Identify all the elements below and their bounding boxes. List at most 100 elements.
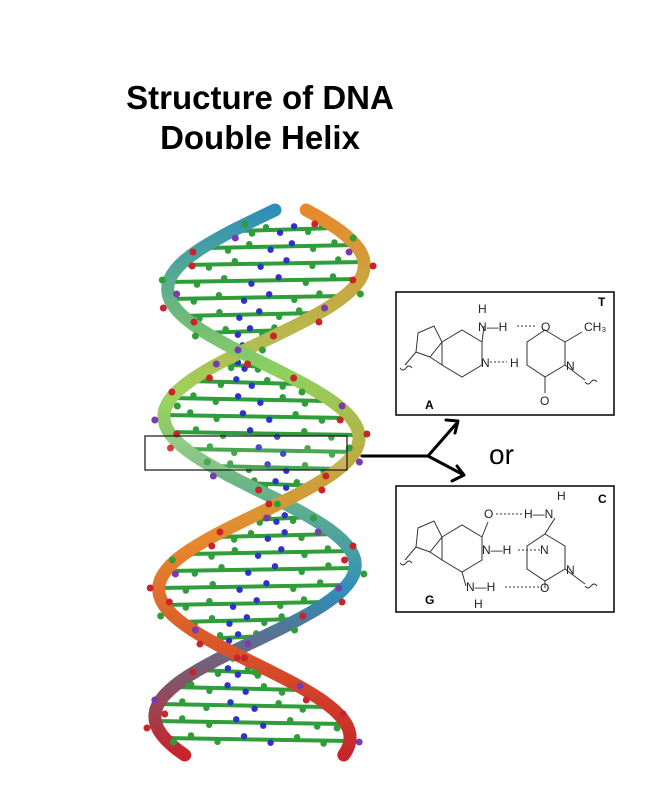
base-atom <box>298 534 305 542</box>
backbone-atom <box>339 710 347 718</box>
base-atom <box>301 400 309 407</box>
backbone-atom <box>169 738 177 746</box>
base-pair-box-at: H N—H O CH₃ H N N O A T <box>395 291 615 416</box>
base-atom <box>243 614 251 621</box>
base-atom <box>192 426 200 433</box>
backbone-atom <box>314 528 322 536</box>
base-atom <box>281 529 288 536</box>
base-atom <box>209 580 216 588</box>
base-pair-box-gc: O H—N H N—H N N—H H O N G C <box>395 485 615 613</box>
backbone-atom <box>311 220 319 228</box>
atom-methyl: CH₃ <box>584 320 606 334</box>
base-atom <box>287 716 294 724</box>
base-atom <box>246 240 253 248</box>
backbone-atom <box>231 234 239 242</box>
backbone-atom <box>299 612 307 620</box>
base-atom <box>227 364 235 372</box>
backbone-atom <box>151 696 159 704</box>
base-atom <box>234 631 242 638</box>
base-atom <box>251 705 258 712</box>
base-atom <box>215 291 223 299</box>
backbone-atom <box>255 486 263 494</box>
base-pair-rung <box>158 698 327 713</box>
base-atom <box>224 682 231 689</box>
base-atom <box>206 687 213 695</box>
backbone-atom <box>216 528 224 536</box>
base-atom <box>316 290 323 297</box>
backbone-atom <box>209 472 217 480</box>
backbone-atoms <box>143 220 377 746</box>
base-atom <box>218 563 225 571</box>
backbone-atom <box>157 612 165 620</box>
base-atom <box>301 461 309 469</box>
base-label-a: A <box>425 398 434 412</box>
base-pair-rung <box>169 273 361 288</box>
backbone-atom <box>158 276 166 284</box>
base-atom <box>182 587 190 594</box>
base-atom <box>260 722 267 729</box>
highlight-box <box>144 435 348 471</box>
base-atom <box>230 536 238 543</box>
atom-n-lower: N <box>481 356 490 370</box>
backbone-atom <box>321 304 329 312</box>
backbone-atom <box>309 514 317 522</box>
base-atom <box>267 246 274 253</box>
base-atom <box>222 325 229 333</box>
base-atom <box>328 451 336 458</box>
backbone-atom <box>146 584 154 592</box>
base-pair-rung <box>188 545 352 560</box>
base-pair-rung <box>179 307 320 322</box>
base-atom <box>304 444 311 452</box>
base-atom <box>206 443 214 450</box>
base-atom <box>248 280 255 287</box>
backbone-atom <box>171 570 179 578</box>
base-pair-rung <box>163 409 349 424</box>
base-atom <box>231 449 238 457</box>
backbone-atom <box>356 290 364 298</box>
base-atom <box>264 376 271 384</box>
base-pair-rung <box>164 732 351 747</box>
backbone-atom <box>189 668 197 676</box>
base-atom <box>216 308 223 316</box>
base-atom <box>224 247 232 254</box>
base-pair-rung <box>155 715 345 730</box>
backbone-atom <box>251 668 259 676</box>
backbone-atom <box>315 318 323 326</box>
base-atom <box>300 596 308 603</box>
base-atom <box>257 399 264 406</box>
base-atom <box>262 223 270 231</box>
base-atom <box>179 698 186 705</box>
base-atom <box>234 331 242 338</box>
base-atom <box>226 460 234 467</box>
base-atom <box>236 314 243 321</box>
base-atom <box>265 291 273 298</box>
backbone-atom <box>335 584 343 592</box>
backbone-atom <box>355 738 363 746</box>
base-atom <box>213 415 220 423</box>
base-atom <box>242 688 249 695</box>
base-pair-rung <box>237 222 337 237</box>
backbone-atom <box>360 570 368 578</box>
base-atom <box>290 223 298 230</box>
backbone-atom <box>349 234 357 242</box>
base-atom <box>187 732 195 739</box>
base-atom <box>187 409 194 416</box>
base-atom <box>208 614 216 622</box>
or-label: or <box>489 439 514 470</box>
base-pair-rung <box>158 579 348 594</box>
base-atom <box>224 665 232 672</box>
base-pair-rung <box>185 443 357 458</box>
backbone-atom <box>270 332 278 340</box>
base-atom <box>302 279 310 287</box>
atom-h-top: H <box>478 302 487 316</box>
backbone-atom <box>265 500 273 508</box>
base-atom <box>208 553 215 560</box>
atom-h-top: H <box>557 489 566 503</box>
base-atom <box>314 723 321 730</box>
atom-o-right: O <box>541 320 550 334</box>
base-atom <box>329 273 337 280</box>
base-atom <box>301 427 308 435</box>
base-atom <box>289 517 297 525</box>
base-atom <box>229 603 237 610</box>
base-atom <box>260 682 268 690</box>
